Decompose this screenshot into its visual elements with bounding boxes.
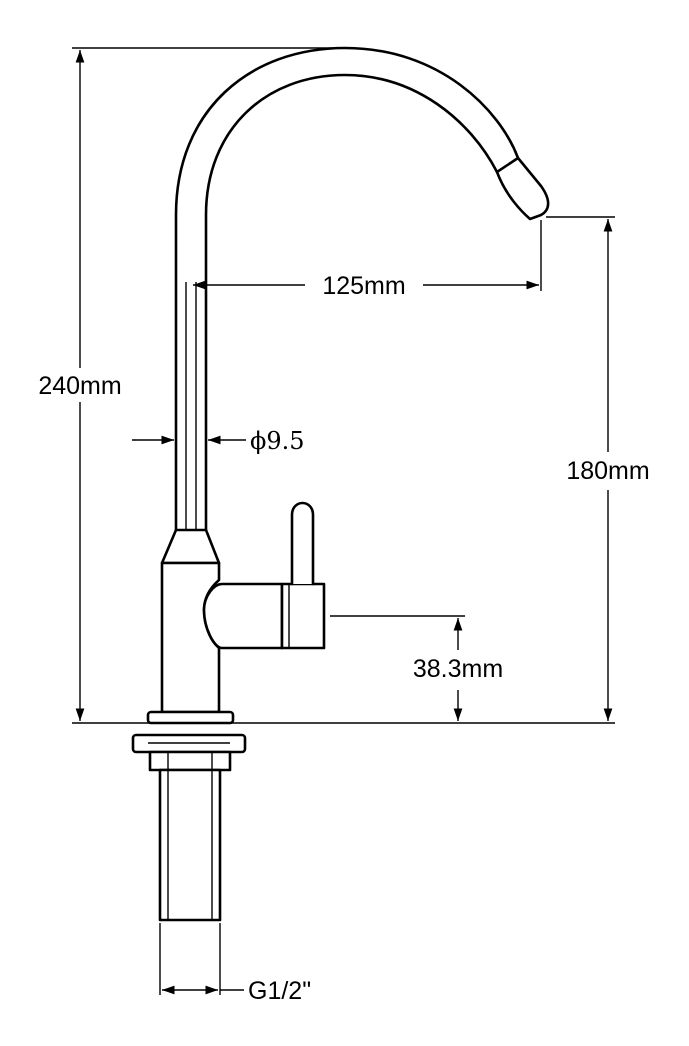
threaded-shank bbox=[158, 768, 222, 922]
mounting-nut bbox=[148, 750, 232, 772]
label-spout-reach: 125mm bbox=[322, 272, 405, 300]
label-spout-height: 180mm bbox=[566, 457, 649, 485]
label-handle-height: 38.3mm bbox=[413, 655, 503, 683]
faucet-body bbox=[131, 46, 550, 922]
label-tube-diameter: ϕ9.5 bbox=[250, 427, 305, 455]
handle-lever bbox=[290, 501, 315, 586]
valve-side-arm bbox=[202, 582, 284, 650]
spout-aerator bbox=[495, 156, 550, 221]
spout-inner-curve bbox=[204, 73, 499, 532]
body-collar bbox=[160, 528, 221, 565]
label-total-height: 240mm bbox=[38, 372, 121, 400]
dimension-lines bbox=[72, 47, 615, 995]
label-thread-size: G1/2" bbox=[248, 977, 311, 1005]
base-flange bbox=[146, 710, 235, 725]
dimension-labels: 240mm 125mm 180mm ϕ9.5 38.3mm G1/2" bbox=[38, 272, 649, 1005]
